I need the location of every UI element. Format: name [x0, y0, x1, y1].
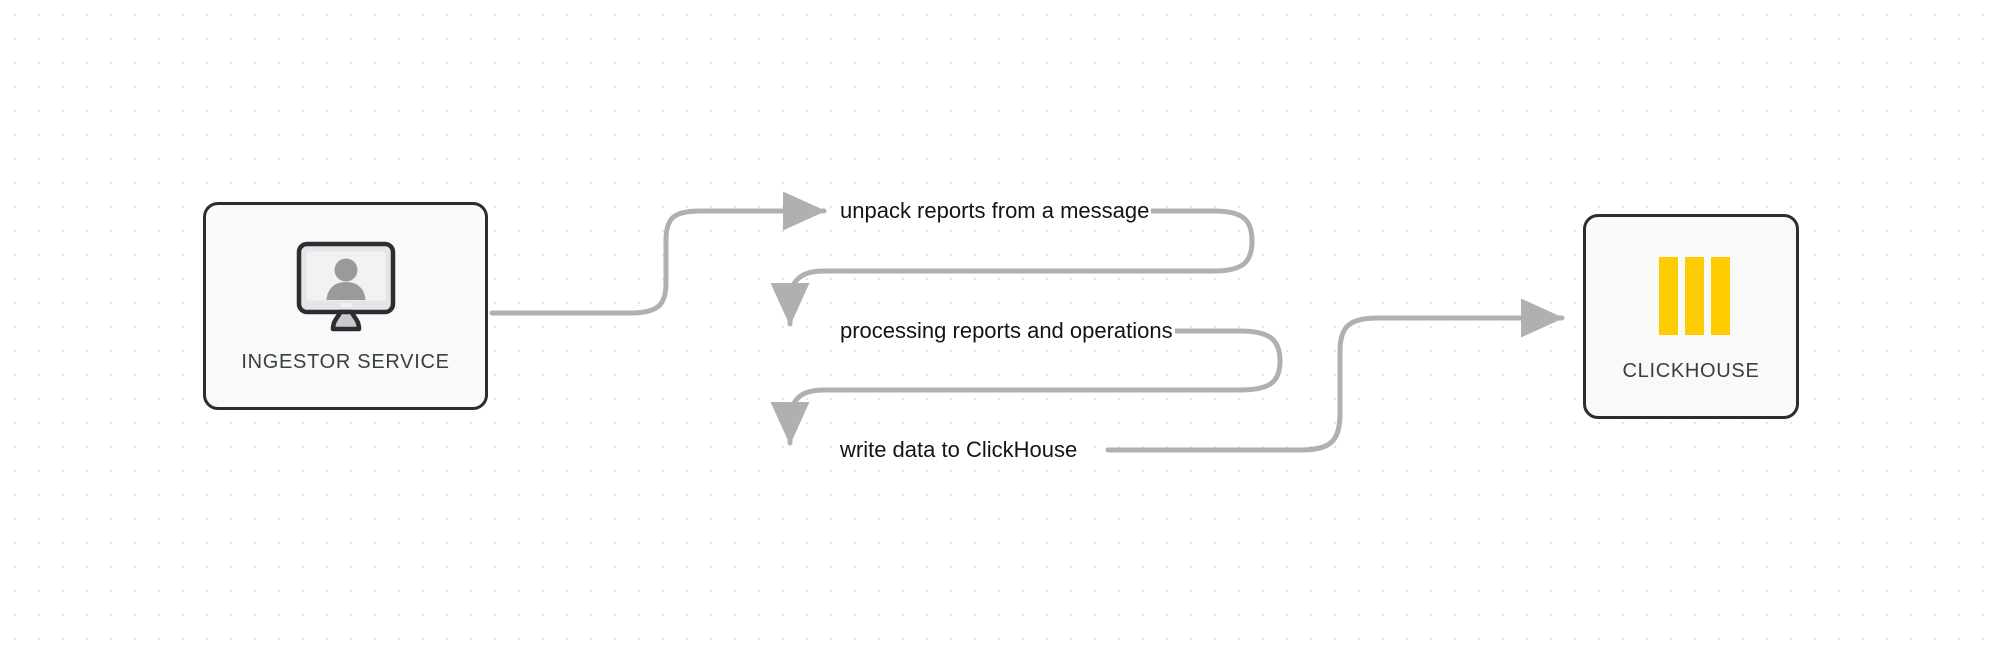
node-ingestor-service-label: INGESTOR SERVICE: [241, 350, 450, 373]
edge-step1-to-step2: [770, 208, 1255, 327]
edge-label-step-2: processing reports and operations: [838, 318, 1175, 344]
clickhouse-bars-icon: [1645, 250, 1737, 342]
edge-label-step-1: unpack reports from a message: [838, 198, 1152, 224]
node-clickhouse-label: CLICKHOUSE: [1622, 360, 1760, 382]
edge-label-step-3: write data to ClickHouse: [838, 437, 1080, 463]
edge-label-step-2-text: processing reports and operations: [838, 318, 1175, 343]
edge-label-step-3-text: write data to ClickHouse: [838, 437, 1080, 462]
edge-step3-to-clickhouse: [1105, 298, 1565, 453]
edge-ingestor-to-step1: [489, 191, 827, 316]
monitor-user-icon: [292, 239, 400, 335]
node-clickhouse[interactable]: CLICKHOUSE: [1583, 214, 1799, 419]
edge-label-step-1-text: unpack reports from a message: [838, 198, 1152, 223]
node-ingestor-service[interactable]: INGESTOR SERVICE: [203, 202, 488, 410]
edge-step2-to-step3: [770, 328, 1283, 446]
